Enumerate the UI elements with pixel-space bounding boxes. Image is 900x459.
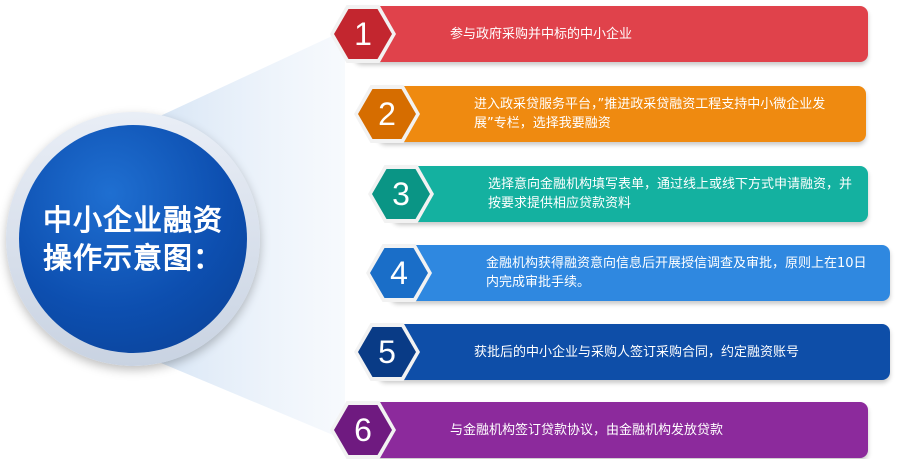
step-1-text: 参与政府采购并中标的中小企业 — [450, 26, 633, 42]
title-circle-inner: 中小企业融资 操作示意图： — [19, 125, 247, 353]
step-6-text: 与金融机构签订贷款协议，由金融机构发放贷款 — [450, 422, 724, 438]
step-4-bar: 4 金融机构获得融资意向信息后开展授信调查及审批，原则上在10日内完成审批手续。 — [366, 244, 890, 302]
step-3-hex: 3 — [368, 165, 434, 223]
diagram-title-line1: 中小企业融资 — [42, 203, 223, 237]
step-1-bar: 1 参与政府采购并中标的中小企业 — [330, 5, 868, 63]
step-6-bar: 6 与金融机构签订贷款协议，由金融机构发放贷款 — [330, 401, 868, 459]
diagram-title-line2: 操作示意图： — [42, 241, 223, 275]
step-1-number: 1 — [354, 15, 372, 52]
step-6-number: 6 — [354, 411, 372, 448]
step-1-hex: 1 — [330, 5, 396, 63]
step-2-bar: 2 进入政采贷服务平台，”推进政采贷融资工程支持中小微企业发展”专栏，选择我要融… — [354, 85, 866, 143]
step-2-number: 2 — [378, 95, 396, 132]
step-3-number: 3 — [392, 175, 410, 212]
step-3-text: 选择意向金融机构填写表单，通过线上或线下方式申请融资，并按要求提供相应贷款资料 — [488, 177, 853, 211]
step-4-number: 4 — [390, 254, 408, 291]
step-2-hex: 2 — [354, 85, 420, 143]
title-circle: 中小企业融资 操作示意图： — [6, 112, 260, 366]
step-3-bar: 3 选择意向金融机构填写表单，通过线上或线下方式申请融资，并按要求提供相应贷款资… — [368, 165, 868, 223]
step-5-bar: 5 获批后的中小企业与采购人签订采购合同，约定融资账号 — [354, 323, 890, 381]
step-2-text: 进入政采贷服务平台，”推进政采贷融资工程支持中小微企业发展”专栏，选择我要融资 — [474, 97, 826, 131]
step-5-text: 获批后的中小企业与采购人签订采购合同，约定融资账号 — [474, 344, 800, 360]
step-4-hex: 4 — [366, 244, 432, 302]
step-4-text: 金融机构获得融资意向信息后开展授信调查及审批，原则上在10日内完成审批手续。 — [486, 256, 867, 290]
step-5-number: 5 — [378, 333, 396, 370]
